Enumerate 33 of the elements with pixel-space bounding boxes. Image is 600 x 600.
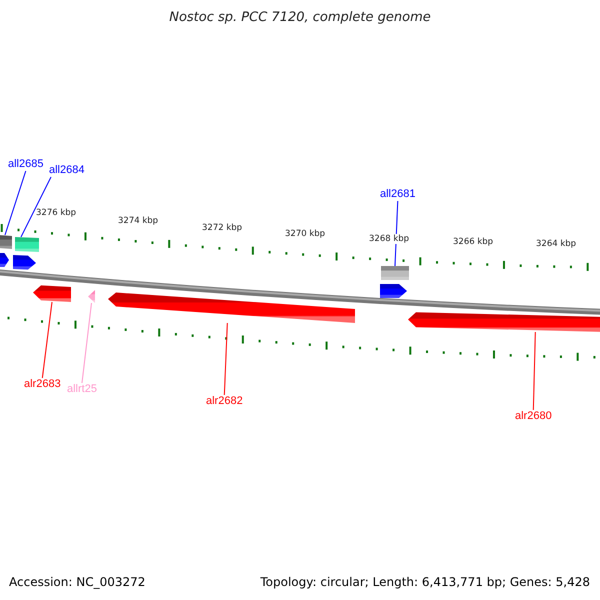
title: Nostoc sp. PCC 7120, complete genome [168, 10, 432, 25]
scale-label: 3274 kbp [118, 216, 158, 226]
accession-text: Accession: NC_003272 [9, 575, 146, 589]
gene-block [15, 237, 39, 252]
scale-label: 3264 kbp [536, 239, 576, 249]
scale-label: 3272 kbp [202, 223, 242, 233]
gene-block [0, 235, 12, 249]
scale-label: 3268 kbp [369, 234, 410, 244]
scale-label: 3270 kbp [285, 229, 326, 239]
gene-feature [13, 255, 36, 270]
gene-block [381, 266, 409, 280]
leader-line [4, 170, 26, 236]
gene-label: allrt25 [67, 383, 97, 396]
leader-line [394, 200, 398, 266]
genome-info-text: Topology: circular; Length: 6,413,771 bp; Genes: 5,428 [260, 575, 590, 589]
gene-feature-small [88, 290, 95, 303]
gene-label: alr2680 [515, 410, 552, 423]
gene-feature [408, 312, 600, 332]
gene-feature [380, 284, 407, 298]
scale-label: 3266 kbp [453, 237, 494, 247]
leader-line [81, 302, 92, 384]
leader-line [20, 176, 52, 238]
scale-label: 3276 kbp [36, 208, 76, 218]
leader-line [532, 332, 536, 410]
leader-line [224, 322, 228, 396]
gene-feature [33, 285, 71, 302]
gene-label: all2681 [380, 188, 416, 201]
leader-line [42, 302, 52, 378]
gene-label: alr2683 [24, 378, 61, 391]
gene-label: alr2682 [206, 395, 243, 408]
gene-feature [108, 292, 355, 323]
gene-label: all2684 [49, 164, 84, 177]
gene-label: all2685 [8, 158, 44, 171]
